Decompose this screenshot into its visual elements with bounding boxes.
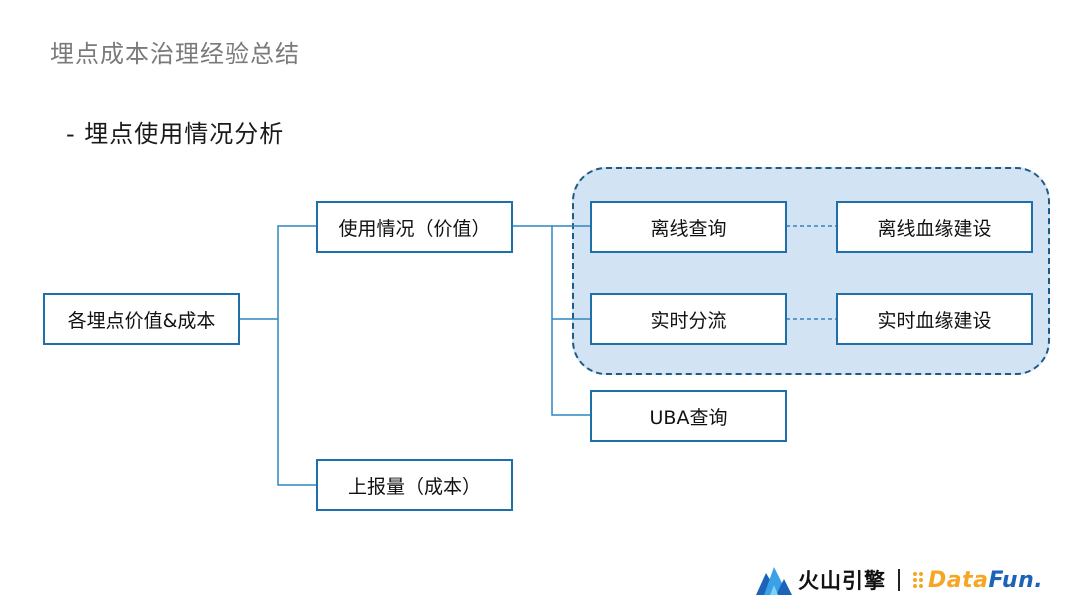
slide-title: 埋点成本治理经验总结 [50,40,300,68]
datafun-dots-icon [913,572,923,588]
connector-root-branch [240,225,318,486]
node-offline-lineage: 离线血缘建设 [836,201,1033,253]
node-offline-query: 离线查询 [590,201,787,253]
node-report-cost: 上报量（成本） [316,459,513,511]
node-realtime-lineage: 实时血缘建设 [836,293,1033,345]
footer-logos: 火山引擎 DataFun. [756,560,1043,600]
node-root: 各埋点价值&成本 [43,293,240,345]
logo-divider [898,569,900,591]
connector-usage-branch [512,225,592,416]
node-usage-value: 使用情况（价值） [316,201,513,253]
datafun-logo-text-data: Data [928,567,989,593]
node-uba-query: UBA查询 [590,390,787,442]
datafun-logo-text: DataFun. [928,568,1043,593]
volcano-engine-logo-text: 火山引擎 [798,569,886,593]
node-realtime-split: 实时分流 [590,293,787,345]
volcano-engine-logo-icon [756,567,792,595]
datafun-logo-text-fun: Fun. [988,567,1044,593]
section-subtitle: - 埋点使用情况分析 [66,120,285,148]
